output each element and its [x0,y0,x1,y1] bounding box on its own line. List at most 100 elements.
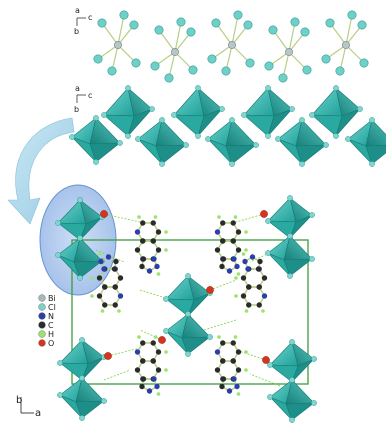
c-atom [256,302,262,308]
bi-atom [228,41,236,49]
octa-face [335,108,361,137]
c-atom [257,258,263,265]
chain-bond [231,14,239,46]
cl-atom [265,218,271,224]
octa-face [81,356,105,381]
n-atom [146,268,153,274]
cl-atom [159,117,165,123]
octahedron [57,375,107,421]
cl-atom [205,136,211,142]
cl-atom [347,10,357,20]
c-atom [219,383,225,390]
n-atom [154,383,160,390]
cl-atom [369,161,375,167]
h-atom [90,294,94,298]
n-atom [234,263,240,270]
cl-atom [211,18,221,28]
cl-atom [323,142,329,148]
h-bond [107,347,141,357]
cl-atom [278,73,288,83]
c-atom [112,284,118,290]
cl-atom [253,142,259,148]
c-atom [117,275,124,281]
c-atom [220,238,226,244]
legend-dot-o [38,339,46,347]
legend-label-cl: Cl [48,303,56,312]
h-atom [233,215,238,219]
octa-face [267,108,293,137]
n-atom [245,266,251,272]
c-atom [220,220,226,226]
cl-atom [77,275,83,281]
top-axis-down-label: b [74,27,79,36]
c-atom [246,302,252,308]
cl-atom [163,296,169,302]
cl-atom [265,250,271,256]
chain-bond [101,22,119,46]
cl-atom [268,25,278,35]
c-atom [155,229,162,235]
cl-atom [79,415,85,421]
n-atom [98,258,104,265]
cl-atom [107,66,117,76]
cl-atom [185,273,191,279]
octa-face [295,144,327,165]
octa-face [291,358,315,383]
h-atom [164,248,168,252]
c-atom [246,284,252,290]
cl-atom [335,66,345,76]
octahedron [275,117,329,167]
cl-atom [290,17,300,27]
organic-molecule [214,335,248,396]
c-atom [113,258,119,265]
chain-bond [174,21,182,53]
octahedron [135,117,189,167]
cl-atom [287,233,293,239]
c-atom [150,238,156,244]
chain-bond [215,22,233,46]
octa-face [187,292,211,317]
cl-atom [245,58,255,68]
chain-bond [345,14,353,46]
h-atom [164,368,168,372]
n-atom [154,263,160,270]
cl-atom [79,337,85,343]
cl-atom [119,10,129,20]
cl-atom [125,85,131,91]
n-atom [214,349,221,355]
h-atom [137,215,141,219]
octa-face [155,144,187,165]
bottom-axis-right-label: a [35,408,41,419]
c-atom [150,220,156,226]
octa-face [225,144,257,165]
c-atom [220,358,226,364]
top-axis-up-label: a [75,6,80,15]
h-atom [244,248,248,252]
middle-axis-down-label: b [74,105,79,114]
octa-face [197,108,223,137]
c-atom [240,275,247,281]
legend-dot-bi [38,294,46,302]
organic-molecule [90,252,124,313]
h-atom [156,272,161,276]
c-atom [255,266,262,272]
c-atom [150,358,156,364]
chain-bond [117,14,125,46]
middle-axes: a c b [74,84,92,114]
cl-atom [176,17,186,27]
n-atom [249,254,256,260]
octahedron [267,377,317,423]
c-atom [235,349,242,355]
h-atom [244,309,249,313]
legend-label-n: N [48,312,54,321]
n-atom [226,388,233,394]
c-atom [261,275,268,281]
o-atom [158,336,166,344]
octahedron [241,85,295,139]
c-atom [155,247,162,253]
cl-atom [264,61,274,71]
n-atom [134,229,141,235]
cl-atom [183,142,189,148]
cl-atom [185,311,191,317]
octa-face [365,145,386,165]
